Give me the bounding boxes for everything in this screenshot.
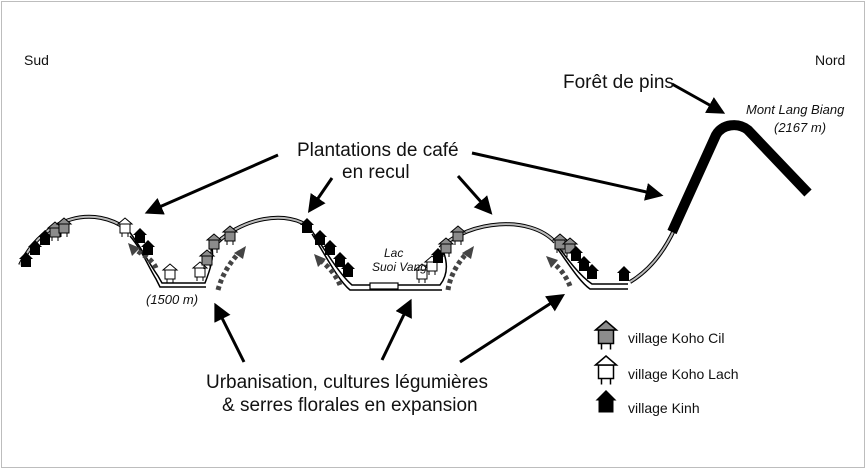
label-arrows — [144, 82, 726, 364]
lake-label-line1: Lac — [384, 246, 404, 260]
expansion-arrows — [128, 243, 573, 291]
legend-label-koho-cil: village Koho Cil — [628, 330, 725, 346]
coffee-label-line1: Plantations de café — [297, 140, 459, 161]
urbanisation-label-line2: & serres florales en expansion — [222, 395, 478, 416]
pine-forest-label: Forêt de pins — [563, 72, 674, 93]
house-grey-icon — [594, 320, 618, 351]
south-label: Sud — [24, 52, 49, 68]
house-black-icon — [595, 390, 617, 413]
legend-label-koho-lach: village Koho Lach — [628, 366, 739, 382]
north-label: Nord — [815, 52, 846, 68]
legend-label-kinh: village Kinh — [628, 400, 700, 416]
mountain-pine-forest — [667, 120, 812, 235]
lake-label-line2: Suoi Vang — [372, 260, 427, 274]
house-white-icon — [594, 355, 618, 386]
mountain-altitude-label: (2167 m) — [774, 120, 827, 135]
villages — [19, 217, 631, 284]
urbanisation-label-line1: Urbanisation, cultures légumières — [206, 372, 488, 393]
legend-icons — [594, 320, 618, 413]
terrain-profile — [18, 120, 812, 291]
lake-suoi-vang — [369, 282, 399, 290]
valley-2 — [309, 227, 447, 286]
valley-altitude-label: (1500 m) — [146, 292, 199, 307]
mountain-lower-slope — [628, 227, 677, 284]
mountain-name-label: Mont Lang Biang — [746, 102, 845, 117]
coffee-label-line2: en recul — [342, 162, 410, 183]
